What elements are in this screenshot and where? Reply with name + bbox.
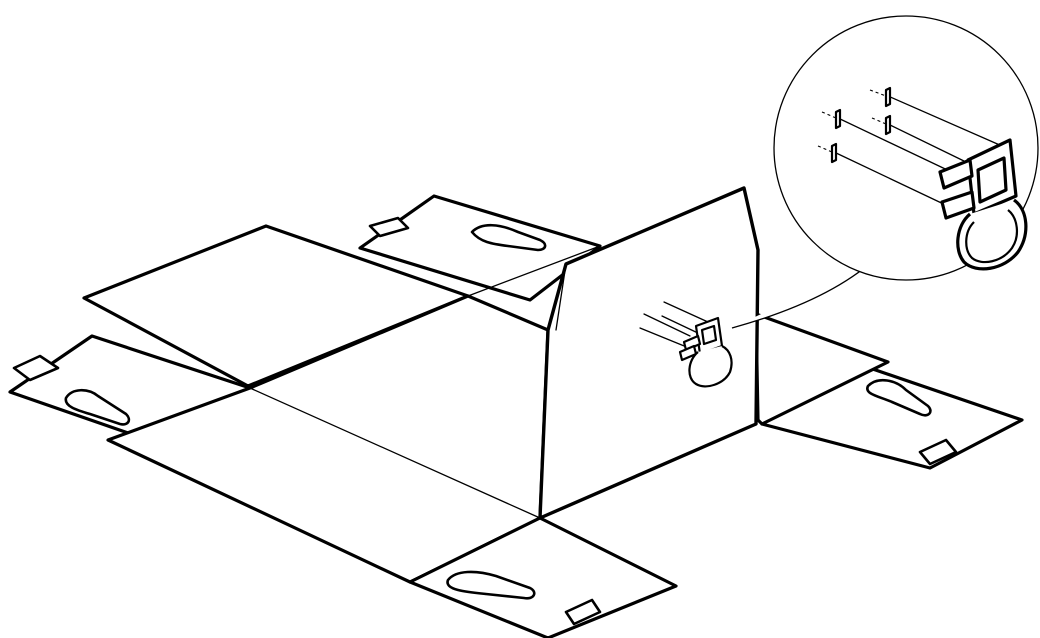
- left-tab-notch: [12, 354, 60, 382]
- back-right-handle-slot: [470, 223, 547, 252]
- front-tab-notch: [564, 598, 602, 626]
- right-tab-notch: [918, 438, 958, 466]
- back-right-tab-notch: [368, 216, 410, 238]
- zoomed-handle-detail: [817, 86, 1028, 271]
- front-handle-slot: [446, 570, 536, 600]
- front-end-flap: [408, 516, 678, 638]
- left-handle-slot: [64, 388, 131, 426]
- right-handle-slot: [866, 378, 932, 417]
- handle-plate-on-wall: [639, 301, 733, 388]
